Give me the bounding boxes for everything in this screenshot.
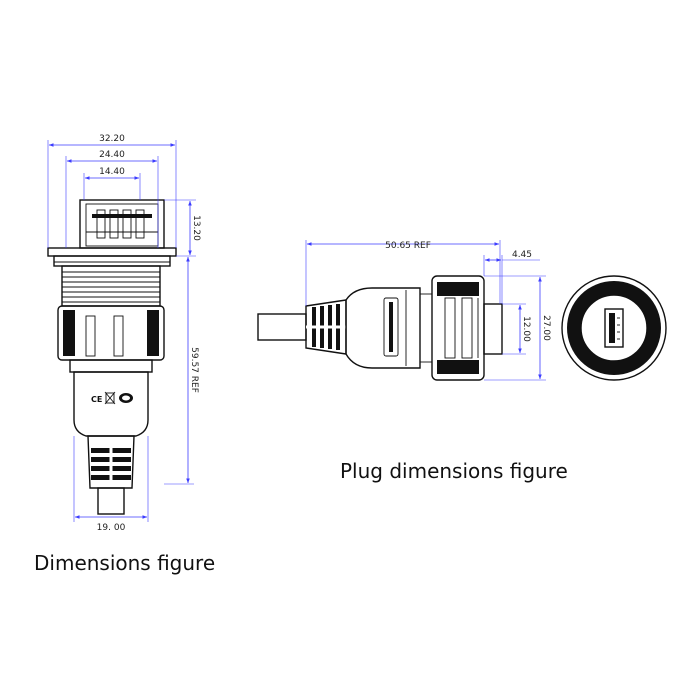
plug-strain-relief <box>305 299 347 355</box>
plug-body <box>345 287 433 369</box>
dim-cable-body-width: 19. 00 <box>97 523 126 533</box>
plug-front-insert <box>483 303 503 355</box>
weee-bin-icon <box>104 391 116 405</box>
plug-nut <box>431 275 485 381</box>
dim-inner-height: 12.00 <box>521 316 531 342</box>
dim-nut-diameter: 27.00 <box>541 315 551 341</box>
left-dimensions: 32.20 24.40 14.40 13.20 59.57 REF 19. 00 <box>47 134 201 533</box>
dim-port-width: 14.40 <box>99 167 125 177</box>
plug-front-view <box>561 275 667 381</box>
right-dimensions: 50.65 REF 4.45 12.00 27.00 <box>305 240 551 381</box>
dim-top-height: 13.20 <box>191 215 201 241</box>
cable <box>97 487 125 515</box>
rohs-icon <box>119 393 133 403</box>
right-figure-caption: Plug dimensions figure <box>340 459 568 483</box>
dim-total-length: 59.57 REF <box>189 347 199 393</box>
plug-cable <box>257 313 307 341</box>
dim-nut-offset: 4.45 <box>512 250 532 260</box>
connector-body: CE <box>69 359 153 437</box>
dim-housing-width: 24.40 <box>99 150 125 160</box>
usb-a-port-icon <box>604 308 624 348</box>
svg-text:CE: CE <box>91 395 102 404</box>
ce-mark-icon: CE <box>91 395 102 404</box>
dim-overall-flange-width: 32.20 <box>99 134 125 144</box>
thread-section <box>61 265 161 307</box>
flange <box>47 247 177 267</box>
dim-plug-length: 50.65 REF <box>385 241 431 251</box>
nut <box>57 305 165 361</box>
receptacle-drawing: CE <box>47 199 177 515</box>
strain-relief <box>87 435 135 489</box>
plug-side-drawing <box>257 275 503 381</box>
left-figure-caption: Dimensions figure <box>34 551 215 575</box>
usb-housing <box>79 199 165 249</box>
